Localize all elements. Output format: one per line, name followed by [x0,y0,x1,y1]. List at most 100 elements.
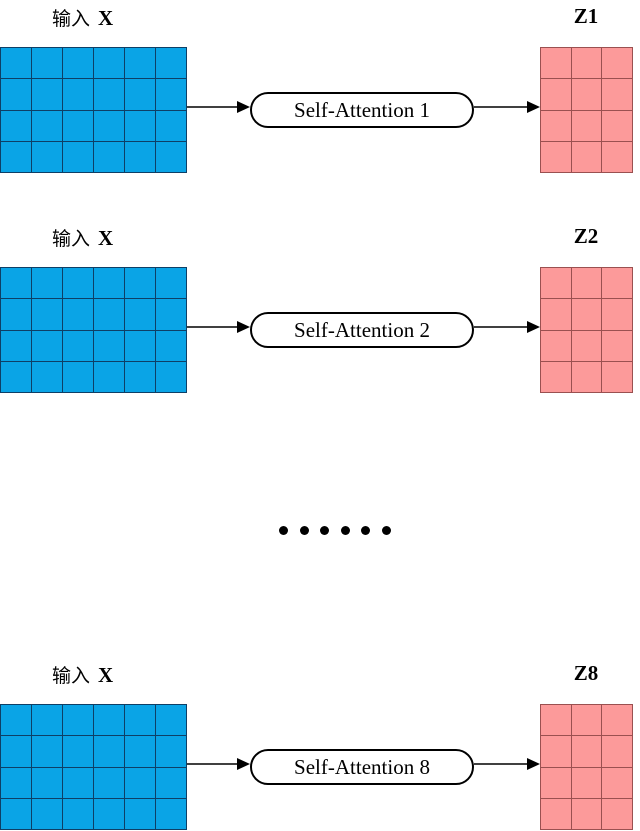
arrow-head [237,321,250,333]
matrix-cell [125,268,156,300]
matrix-cell [602,141,633,173]
matrix-cell [156,79,187,111]
matrix-cell [32,767,63,799]
matrix-cell [156,798,187,830]
matrix-cell [32,361,63,393]
matrix-cell [1,705,32,737]
matrix-cell [1,767,32,799]
matrix-cell [63,798,94,830]
self-attention-block: Self-Attention 8 [250,749,474,785]
matrix-cell [63,79,94,111]
matrix-cell [32,268,63,300]
input-label-x: X [98,663,114,687]
matrix-cell [1,299,32,331]
matrix-cell [156,268,187,300]
matrix-cell [602,736,633,768]
matrix-cell [63,141,94,173]
matrix-cell [541,141,572,173]
matrix-cell [156,110,187,142]
input-matrix [0,47,187,173]
matrix-cell [156,767,187,799]
input-label: 输入 X [52,4,113,31]
ellipsis-dots [279,520,391,540]
matrix-cell [156,736,187,768]
matrix-cell [541,79,572,111]
matrix-cell [32,141,63,173]
input-label-x: X [98,6,114,30]
matrix-cell [602,79,633,111]
matrix-cell [125,767,156,799]
matrix-cell [541,330,572,362]
matrix-cell [1,48,32,80]
matrix-cell [63,767,94,799]
matrix-cell [94,141,125,173]
matrix-cell [32,705,63,737]
matrix-cell [63,299,94,331]
matrix-cell [63,705,94,737]
matrix-cell [571,299,603,331]
matrix-cell [94,767,125,799]
matrix-cell [156,299,187,331]
matrix-cell [602,268,633,300]
matrix-cell [541,268,572,300]
ellipsis-dot [320,525,330,535]
matrix-cell [541,361,572,393]
ellipsis-dot [381,525,391,535]
matrix-cell [63,110,94,142]
matrix-cell [94,705,125,737]
flow-arrows [187,101,540,113]
matrix-cell [1,79,32,111]
matrix-cell [602,48,633,80]
arrow-head [237,101,250,113]
matrix-cell [125,330,156,362]
matrix-cell [571,141,603,173]
matrix-cell [602,330,633,362]
arrow-head [527,321,540,333]
matrix-cell [125,299,156,331]
matrix-cell [1,736,32,768]
matrix-cell [602,767,633,799]
matrix-cell [571,361,603,393]
matrix-cell [32,79,63,111]
matrix-cell [63,268,94,300]
output-matrix [540,704,633,830]
matrix-cell [94,361,125,393]
matrix-cell [1,798,32,830]
arrow-head [237,758,250,770]
matrix-cell [541,736,572,768]
matrix-cell [541,299,572,331]
input-label-zh: 输入 [52,8,91,30]
matrix-cell [156,48,187,80]
matrix-cell [125,48,156,80]
matrix-cell [602,798,633,830]
flow-arrows [187,321,540,333]
matrix-cell [1,110,32,142]
input-label-zh: 输入 [52,228,91,250]
arrow-head [527,101,540,113]
output-matrix [540,267,633,393]
matrix-cell [125,79,156,111]
ellipsis-dot [340,525,350,535]
matrix-cell [156,361,187,393]
matrix-cell [125,705,156,737]
matrix-cell [94,110,125,142]
matrix-cell [541,767,572,799]
matrix-cell [32,798,63,830]
output-matrix [540,47,633,173]
matrix-cell [32,299,63,331]
matrix-cell [32,736,63,768]
matrix-cell [94,330,125,362]
matrix-cell [602,299,633,331]
matrix-cell [571,48,603,80]
matrix-cell [571,798,603,830]
ellipsis-dot [361,525,371,535]
matrix-cell [125,736,156,768]
matrix-cell [571,110,603,142]
matrix-cell [94,299,125,331]
arrow-head [527,758,540,770]
matrix-cell [94,268,125,300]
